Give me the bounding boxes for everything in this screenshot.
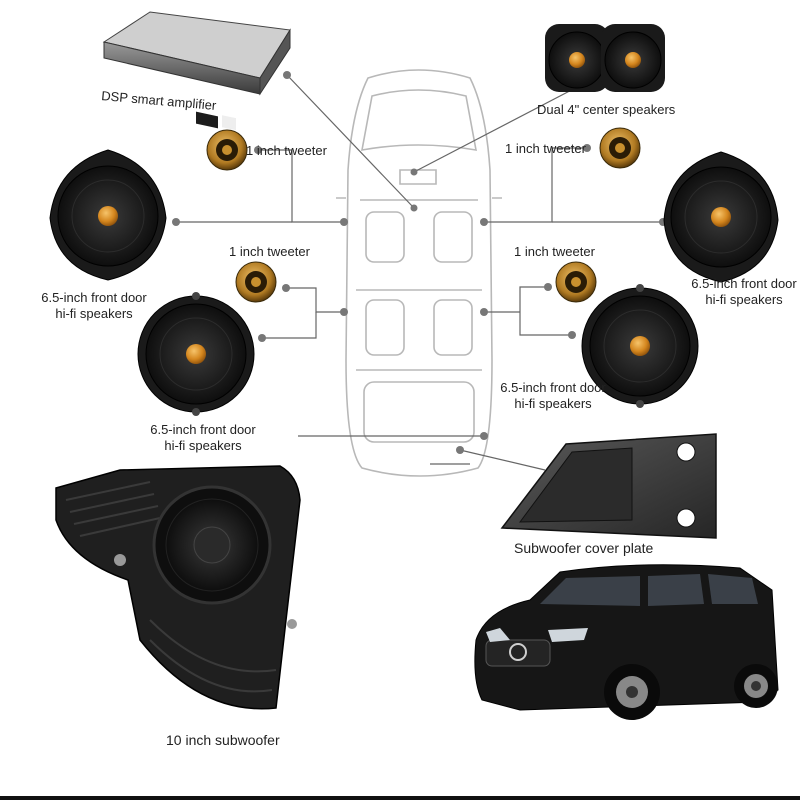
tweeter-top-right-image xyxy=(599,127,641,169)
label-subwoofer: 10 inch subwoofer xyxy=(166,732,280,748)
leader-lines xyxy=(176,74,663,471)
subwoofer-cover-plate-image xyxy=(500,433,717,539)
label-subwoofer-cover: Subwoofer cover plate xyxy=(514,540,654,556)
speaker-top-left-image xyxy=(49,149,167,281)
dsp-amplifier-image xyxy=(102,11,291,131)
tweeter-mid-right-image xyxy=(555,261,597,303)
label-tweeter-mid-right: 1 inch tweeter xyxy=(514,244,595,259)
label-center-speakers: Dual 4" center speakers xyxy=(537,102,676,117)
bottom-border xyxy=(0,796,800,800)
label-tweeter-top-right: 1 inch tweeter xyxy=(505,141,586,156)
subwoofer-image xyxy=(55,465,301,710)
center-speakers-image xyxy=(545,24,665,92)
label-tweeter-top-left: 1 inch tweeter xyxy=(246,143,327,158)
leader-dots xyxy=(172,71,667,454)
car-top-view xyxy=(336,69,502,477)
speaker-top-right-image xyxy=(663,151,779,283)
speaker-mid-right-image xyxy=(581,284,699,408)
speaker-mid-left-image xyxy=(137,292,255,416)
label-speaker-top-right: 6.5-inch front door hi-fi speakers xyxy=(691,276,797,307)
tweeter-top-left-image xyxy=(206,129,248,171)
label-speaker-top-left: 6.5-inch front door hi-fi speakers xyxy=(41,290,147,321)
label-speaker-mid-left: 6.5-inch front door hi-fi speakers xyxy=(150,422,256,453)
van-image xyxy=(474,564,779,720)
label-tweeter-mid-left: 1 inch tweeter xyxy=(229,244,310,259)
label-speaker-mid-right: 6.5-inch front door hi-fi speakers xyxy=(500,380,606,411)
tweeter-mid-left-image xyxy=(235,261,277,303)
